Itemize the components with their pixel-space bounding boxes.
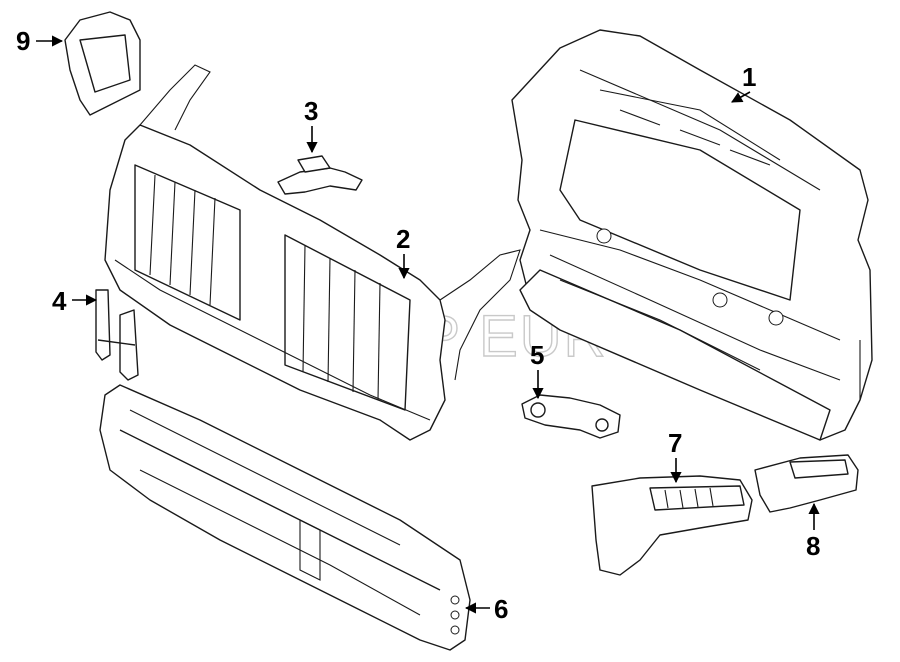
callout-2: 2 xyxy=(396,224,410,280)
part-1-radiator-support[interactable] xyxy=(511,29,873,441)
part-2-detail-lines xyxy=(114,64,521,421)
part-7-air-duct[interactable] xyxy=(591,475,753,576)
callout-label-2: 2 xyxy=(396,224,410,254)
callout-8: 8 xyxy=(806,502,820,561)
part-4-clip[interactable] xyxy=(95,289,139,381)
callout-label-3: 3 xyxy=(304,96,318,126)
part-3-bracket[interactable] xyxy=(277,155,363,195)
callout-label-8: 8 xyxy=(806,531,820,561)
callout-4: 4 xyxy=(52,286,98,316)
part-8-air-duct[interactable] xyxy=(754,454,859,513)
part-2-grille-shutter[interactable] xyxy=(104,124,446,441)
part-7-detail-lines xyxy=(664,487,714,509)
callout-5: 5 xyxy=(530,340,544,400)
callout-3: 3 xyxy=(304,96,318,154)
callout-9: 9 xyxy=(16,26,64,56)
callout-label-9: 9 xyxy=(16,26,30,56)
part-1-detail-lines xyxy=(539,69,861,400)
part-6-lower-reinforcement[interactable] xyxy=(99,384,471,651)
part-9-air-guide[interactable] xyxy=(64,11,141,116)
callout-1: 1 xyxy=(731,62,756,103)
part-6-detail-lines xyxy=(129,409,460,635)
part-5-mount[interactable] xyxy=(521,394,621,439)
callout-label-5: 5 xyxy=(530,340,544,370)
callout-label-7: 7 xyxy=(668,428,682,458)
callout-7: 7 xyxy=(668,428,682,484)
callout-label-1: 1 xyxy=(742,62,756,92)
callout-label-4: 4 xyxy=(52,286,67,316)
callout-label-6: 6 xyxy=(494,594,508,624)
callout-6: 6 xyxy=(464,594,508,624)
